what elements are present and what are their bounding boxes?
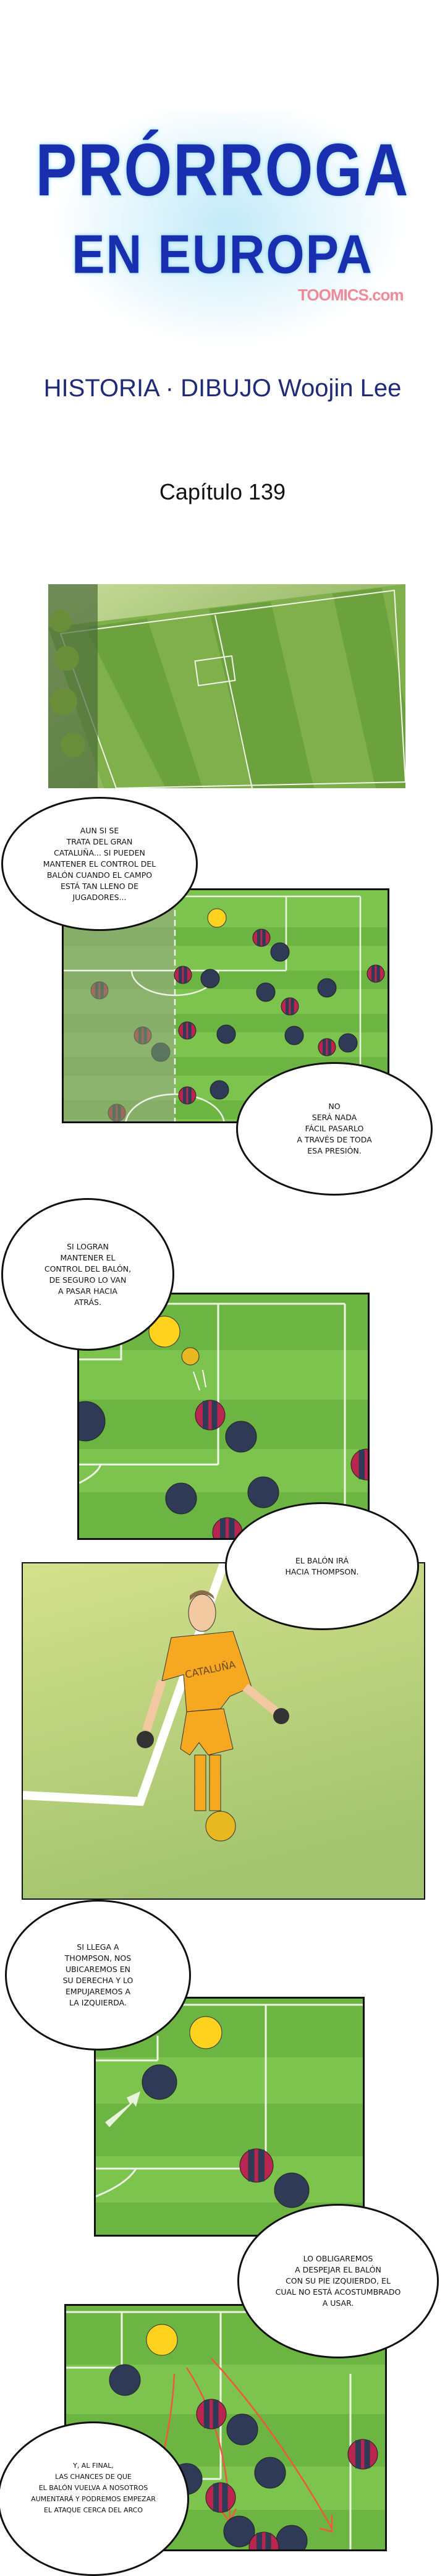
striped-player-token — [350, 1448, 368, 1481]
navy-player-token — [151, 1042, 171, 1062]
comic-title-line-2: EN EUROPA — [72, 224, 373, 285]
speech-bubble-5: SI LLEGA A THOMPSON, NOS UBICAREMOS EN S… — [5, 1900, 191, 2051]
navy-player-token — [79, 1401, 106, 1442]
comic-title-line-1: PRÓRROGA — [35, 128, 410, 212]
speech-bubble-3: SI LOGRAN MANTENER EL CONTROL DEL BALÓN,… — [1, 1198, 174, 1351]
publisher-logo: TOOMICS.com — [298, 286, 404, 304]
navy-player-token — [270, 942, 290, 962]
striped-player-token — [178, 1021, 197, 1040]
navy-player-token — [256, 982, 276, 1002]
speech-text: NO SERÁ NADA FÁCIL PASARLO A TRAVÉS DE T… — [297, 1102, 372, 1155]
speech-bubble-6: LO OBLIGAREMOS A DESPEJAR EL BALÓN CON S… — [237, 2204, 439, 2358]
speech-text: SI LOGRAN MANTENER EL CONTROL DEL BALÓN,… — [44, 1241, 132, 1307]
navy-player-token — [317, 978, 337, 998]
arrow-icon — [105, 2091, 140, 2127]
striped-player-token — [347, 2439, 378, 2470]
ball-icon — [181, 1347, 200, 1366]
striped-player-token — [205, 2482, 236, 2513]
panel-goalkeeper: CATALUÑA — [22, 1562, 425, 1900]
navy-player-token — [247, 1476, 279, 1508]
striped-player-token — [281, 997, 299, 1016]
speech-text: EL BALÓN IRÁ HACIA THOMPSON. — [285, 1555, 359, 1576]
speech-text: Y, AL FINAL, LAS CHANCES DE QUE EL BALÓN… — [31, 2462, 156, 2514]
striped-player-token — [108, 1103, 126, 1121]
ball-icon — [205, 1811, 236, 1842]
author-credits: HISTORIA · DIBUJO Woojin Lee — [43, 375, 402, 402]
navy-player-token — [142, 2064, 177, 2100]
goalkeeper-figure: CATALUÑA — [137, 1590, 289, 1842]
speech-bubble-7: Y, AL FINAL, LAS CHANCES DE QUE EL BALÓN… — [0, 2421, 189, 2576]
panel-tactics-2 — [77, 1293, 370, 1540]
navy-player-token — [274, 2172, 310, 2208]
navy-player-token — [216, 1024, 236, 1044]
striped-player-token — [318, 1038, 336, 1056]
navy-player-token — [226, 2413, 258, 2446]
striped-player-token — [367, 964, 385, 983]
striped-player-token — [252, 929, 271, 947]
navy-player-token — [165, 1482, 197, 1515]
title-splash-background — [37, 111, 420, 359]
navy-player-token — [200, 969, 220, 988]
striped-player-token — [90, 981, 109, 1000]
speech-bubble-1: AUN SI SE TRATA DEL GRAN CATALUÑA... SI … — [1, 797, 198, 931]
striped-player-token — [134, 1026, 152, 1045]
navy-player-token — [338, 1033, 358, 1053]
speech-text: LO OBLIGAREMOS A DESPEJAR EL BALÓN CON S… — [275, 2254, 401, 2308]
striped-player-token — [195, 1400, 226, 1430]
navy-player-token — [284, 1026, 304, 1045]
navy-player-token — [109, 2364, 141, 2396]
speech-text: SI LLEGA A THOMPSON, NOS UBICAREMOS EN S… — [62, 1942, 134, 2007]
striped-player-token — [174, 966, 192, 984]
panel-stadium-aerial — [48, 584, 405, 788]
navy-player-token — [225, 1421, 257, 1453]
chapter-title: Capítulo 139 — [159, 479, 286, 504]
navy-player-token — [210, 1080, 229, 1100]
striped-player-token — [178, 1086, 197, 1105]
navy-player-token — [254, 2457, 286, 2489]
striped-player-token — [196, 2399, 227, 2429]
striped-player-token — [239, 2148, 274, 2183]
speech-text: AUN SI SE TRATA DEL GRAN CATALUÑA... SI … — [43, 825, 156, 902]
speech-bubble-2: NO SERÁ NADA FÁCIL PASARLO A TRAVÉS DE T… — [236, 1062, 433, 1196]
speech-bubble-4: EL BALÓN IRÁ HACIA THOMPSON. — [225, 1502, 419, 1630]
